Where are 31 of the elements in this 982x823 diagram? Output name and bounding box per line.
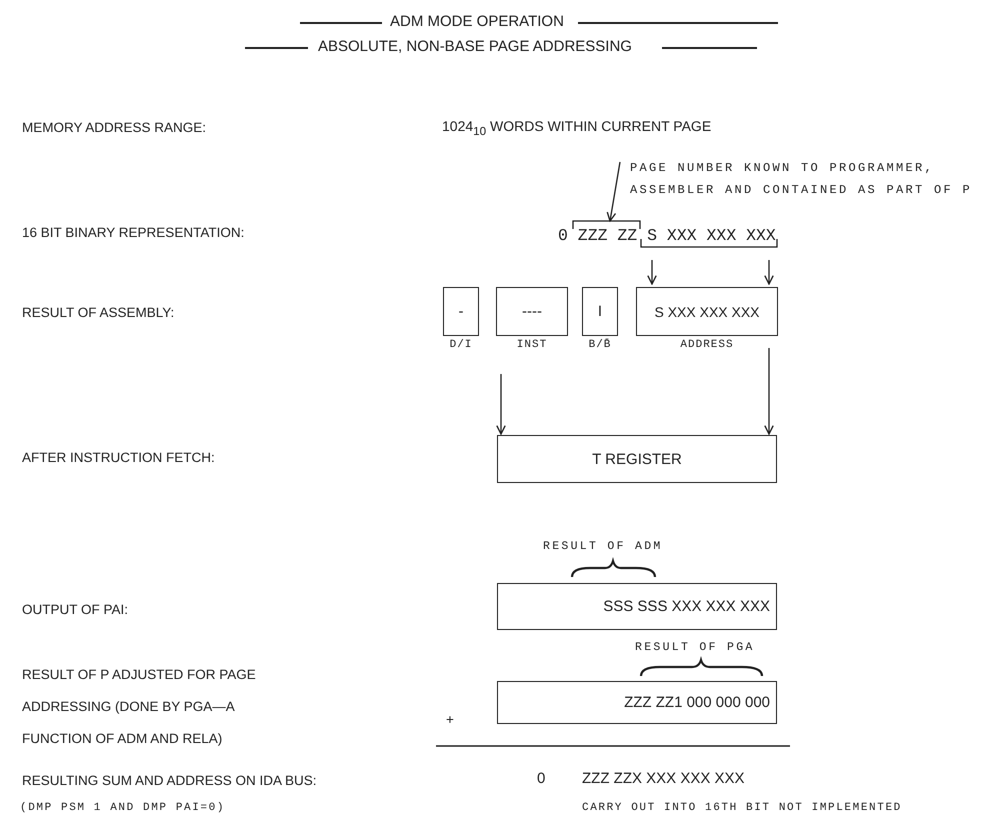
row-label: AFTER INSTRUCTION FETCH: [22,450,215,466]
range-text: 1024$_{10}$ WORDS WITHIN CURRENT PAGE [442,118,712,140]
arrow [764,260,774,285]
arrow [647,260,657,285]
field-caption: INST [516,339,548,351]
note-text: (DMP PSM 1 AND DMP PAI=0) [20,801,226,816]
bracket-label: RESULT OF ADM [543,539,663,555]
field-caption: ADDRESS [679,339,735,351]
row-label: RESULTING SUM AND ADDRESS ON IDA BUS: [22,773,317,789]
arrow [606,162,621,222]
diagram-title: ADM MODE OPERATION [390,14,564,30]
sum-value: ZZZ ZZX XXX XXX XXX [582,771,745,787]
row-label: RESULT OF P ADJUSTED FOR PAGE ADDRESSING (DONE BY PGA—A FUNCTION OF ADM AND RELA) [22,666,257,748]
row-label: 16 BIT BINARY REPRESENTATION: [22,225,244,241]
diagram-subtitle: ABSOLUTE, NON-BASE PAGE ADDRESSING [318,39,632,55]
binary-representation: 0 ZZZ ZZ S XXX XXX XXX [556,224,780,246]
row-label: RESULT OF ASSEMBLY: [22,305,174,321]
field-caption: B/B̄ [588,339,612,351]
arrow [764,348,774,435]
field-caption: D/I [448,339,474,351]
annotation-note: PAGE NUMBER KNOWN TO PROGRAMMER, ASSEMBLER AND CONTAINED AS PART OF P [630,156,982,202]
note-text: CARRY OUT INTO 16TH BIT NOT IMPLEMENTED [582,801,902,816]
register-box: T REGISTER [497,435,777,483]
register-box: ZZZ ZZ1 000 000 000 [497,681,777,724]
bracket-label: RESULT OF PGA [635,640,755,656]
register-box: SSS SSS XXX XXX XXX [497,583,777,630]
plus-sign: + [446,712,454,728]
row-label: OUTPUT OF PAI: [22,602,128,618]
row-label: MEMORY ADDRESS RANGE: [22,120,206,136]
arrow [496,374,506,435]
sum-digit: 0 [537,771,546,787]
